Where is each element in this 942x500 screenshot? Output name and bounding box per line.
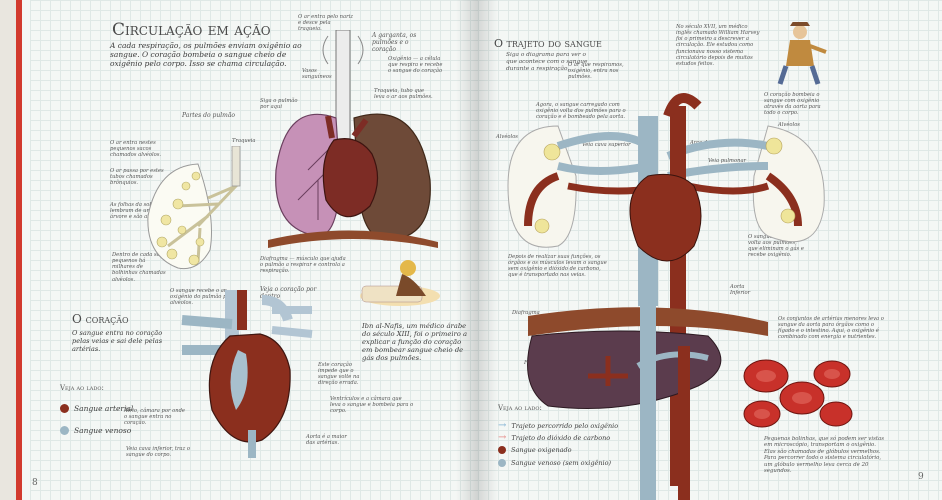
label-aorta-lower: Aorta Inferior	[730, 284, 751, 297]
step-2: Agora, o sangue carregado com oxigênio v…	[536, 102, 626, 121]
scholar-illustration	[360, 260, 440, 306]
left-legend-title: Veja ao lado:	[60, 384, 104, 392]
ibn-nafis-text: Ibn al-Nafis, um médico árabe do século …	[362, 322, 468, 363]
label-trachea: Traqueia	[232, 138, 256, 144]
intro-text: A cada respiração, os pulmões enviam oxi…	[110, 41, 302, 68]
circulation-diagram	[507, 93, 825, 500]
gutter-shadow	[456, 0, 478, 500]
legend-venous-right-label: Sangue venoso (sem oxigênio)	[511, 459, 612, 467]
label-aorta: Aorta é a maior das artérias.	[306, 434, 347, 447]
label-airtree: As folhas da sola lembram de uma árvore …	[110, 202, 168, 221]
lungs-heart-illustration	[268, 30, 438, 248]
note-trachea-top: O ar entra pelo nariz e desce pela traqu…	[298, 14, 353, 33]
legend-venous: Sangue venoso	[60, 426, 131, 435]
heart-intro: O sangue entra no coração pelas veias e …	[72, 329, 163, 353]
label-ventricles: Ventrículos e a câmara que leva o sangue…	[330, 396, 414, 415]
label-pulmonary-vein-right: Veia pulmonar	[708, 158, 747, 164]
legend-venous-right: Sangue venoso (sem oxigênio)	[498, 459, 611, 467]
label-air-sacs: O ar entra nestes pequenos sacos chamado…	[110, 140, 162, 159]
right-legend-title: Veja ao lado:	[498, 404, 542, 412]
oxygenated-swatch	[498, 446, 506, 454]
label-atria: Átrio, câmara por onde o sangue entra no…	[124, 408, 185, 427]
step-4: Depois de realizar suas funções, os órgã…	[508, 254, 607, 279]
right-intro: Siga o diagrama para ver o que acontece …	[506, 52, 588, 72]
lung-airways-illustration	[147, 146, 241, 270]
red-page-edge	[0, 0, 30, 500]
legend-oxygenated-label: Sangue oxigenado	[511, 446, 572, 454]
label-alveolos-left: Alvéolos	[496, 134, 518, 140]
note-tubes: Traqueia, tubo que leva o ar aos pulmões…	[374, 88, 433, 101]
right-page: O trajeto do sangue Siga o diagrama para…	[478, 0, 942, 500]
label-inner: Dentro de cada saco pequenos há milhares…	[112, 252, 166, 283]
left-page: Circulação em ação A cada respiração, os…	[0, 0, 478, 500]
legend-oxygen-path: → Trajeto percorrido pelo oxigênio	[498, 420, 618, 431]
harvey-illustration	[777, 22, 827, 85]
label-bronchi: O ar passa por estes tubos chamados brôn…	[110, 168, 164, 187]
page-number-left: 8	[32, 478, 38, 488]
arrow-pink-icon: →	[498, 432, 507, 443]
red-blood-cells	[743, 359, 853, 428]
legend-arterial: Sangue arterial	[60, 404, 133, 413]
note-vessels: Vasos sanguíneos	[302, 68, 332, 81]
label-bottom: O sangue recebe o ar oxigênio do pulmão …	[170, 288, 237, 307]
blood-cells-text: Pequenas bolinhas, que só podem ser vist…	[764, 436, 884, 474]
arrow-blue-icon: →	[498, 420, 507, 431]
legend-oxygen-path-label: Trajeto percorrido pelo oxigênio	[511, 421, 619, 430]
heart-heading: O coração	[72, 312, 129, 326]
harvey-text: No século XVII, um médico inglês chamado…	[676, 24, 760, 67]
note-heart: Oxigênio — a célula que respira e recebe…	[388, 56, 443, 75]
legend-oxygenated: Sangue oxigenado	[498, 446, 572, 454]
legend-venous-label: Sangue venoso	[74, 426, 132, 435]
legend-arterial-label: Sangue arterial	[74, 404, 134, 413]
legend-co2-path: → Trajeto do dióxido de carbono	[498, 432, 610, 443]
label-pulmonary-vein: Veia cava superior	[582, 142, 631, 148]
label-diafragma: Diafragma	[512, 310, 540, 316]
lung-parts-heading: Partes do pulmão	[182, 112, 236, 119]
label-vena-cava: Veia cava inferior, traz o sangue do cor…	[126, 446, 191, 459]
step-1: O ar que respiramos, oxigênio, entra nos…	[568, 62, 624, 81]
heart-cross-section	[181, 290, 313, 458]
step-6: Os conjuntos de artérias menores leva o …	[778, 316, 884, 341]
arterial-swatch	[60, 404, 69, 413]
venous-swatch	[60, 426, 69, 435]
legend-co2-path-label: Trajeto do dióxido de carbono	[511, 433, 611, 442]
label-alveolos-right: Alvéolos	[778, 122, 800, 128]
venous-swatch-right	[498, 459, 506, 467]
step-3: O coração bombeia o sangue com oxigênio …	[764, 92, 821, 117]
page-number-right: 9	[918, 472, 924, 482]
label-valves: Este coração impede que o sangue volte n…	[318, 362, 360, 387]
diaphragm-label: Diafragma — músculo que ajuda o pulmão a…	[260, 256, 346, 275]
page-title: Circulação em ação	[112, 20, 271, 40]
note-throat: A garganta, os pulmões e o coração	[372, 32, 417, 54]
note-left-lung: Siga o pulmão por aqui	[260, 98, 298, 111]
gutter-shadow-right	[478, 0, 498, 500]
right-title: O trajeto do sangue	[494, 37, 602, 50]
